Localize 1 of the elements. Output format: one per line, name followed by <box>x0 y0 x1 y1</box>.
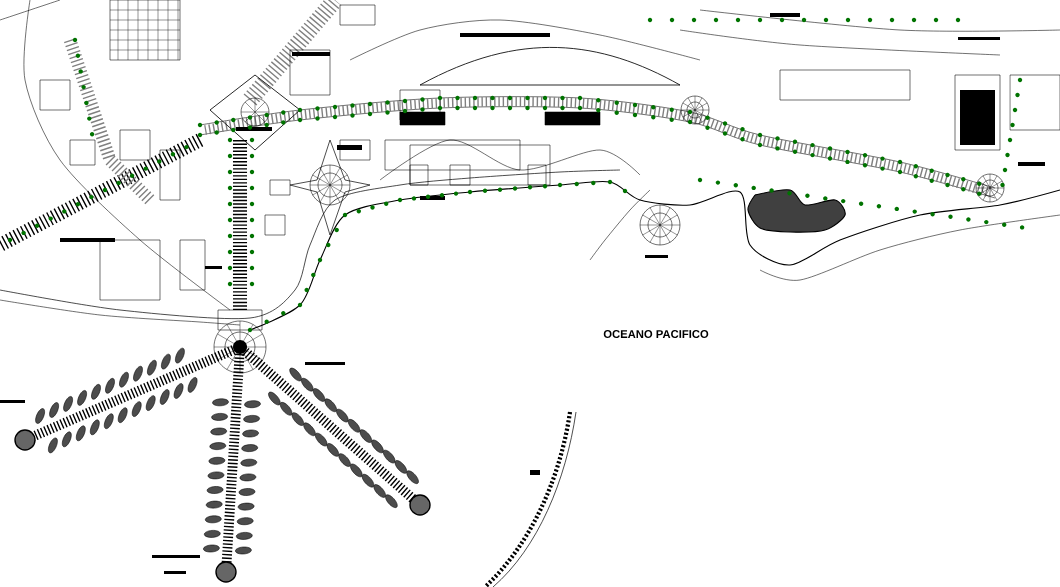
area-label: OCEANO PACIFICO <box>603 330 709 338</box>
